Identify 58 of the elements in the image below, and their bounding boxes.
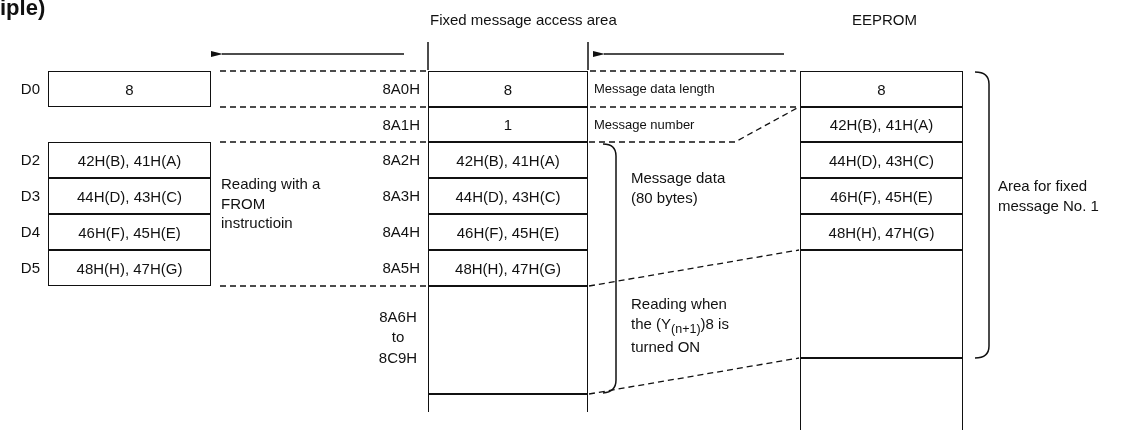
empty-memory-cell [800, 250, 963, 358]
address-label: 8A2H [382, 150, 420, 170]
memory-cell [428, 107, 588, 142]
address-label: 8A0H [382, 79, 420, 99]
empty-memory-cell [428, 394, 588, 412]
memory-cell [800, 214, 963, 250]
memory-cell [428, 214, 588, 250]
note-text: Reading with a FROM instructioin [221, 174, 321, 233]
register-label: D3 [20, 186, 40, 206]
memory-cell [800, 107, 963, 142]
empty-memory-cell [800, 358, 963, 430]
memory-cell [48, 250, 211, 286]
cell-value: 46H(F), 45H(E) [456, 223, 560, 241]
cell-value: 48H(H), 47H(G) [455, 259, 561, 277]
cell-value: 46H(F), 45H(E) [78, 223, 181, 241]
register-label: D2 [20, 150, 40, 170]
address-label: 8A5H [382, 258, 420, 278]
note-text: Message data (80 bytes) [631, 168, 727, 207]
column-heading: Fixed message access area [430, 10, 617, 30]
memory-cell [48, 214, 211, 250]
memory-cell [800, 178, 963, 214]
cell-value: 8 [125, 80, 134, 98]
cell-value: 1 [503, 116, 513, 133]
memory-cell [48, 142, 211, 178]
cell-value: 46H(F), 45H(E) [830, 187, 933, 205]
cell-value: 8 [877, 80, 886, 98]
cell-value: 44H(D), 43H(C) [829, 151, 934, 169]
cell-value: 42H(B), 41H(A) [456, 151, 560, 169]
cell-value: 44H(D), 43H(C) [77, 187, 182, 205]
cell-value: 44H(D), 43H(C) [455, 187, 561, 205]
register-label: D4 [20, 222, 40, 242]
empty-memory-cell [428, 286, 588, 394]
memory-cell [428, 71, 588, 107]
cell-value: 48H(H), 47H(G) [76, 259, 183, 277]
cell-value: 42H(B), 41H(A) [77, 151, 182, 169]
memory-cell [800, 71, 963, 107]
memory-cell [48, 71, 211, 107]
memory-cell [800, 142, 963, 178]
field-label: Message number [594, 117, 695, 134]
note-text: Reading when the (Y$_{(n+1)}$)8 is turned ON [631, 294, 730, 357]
dashed-connector [588, 249, 800, 287]
dashed-connector [588, 357, 800, 395]
cell-value: 42H(B), 41H(A) [829, 116, 934, 133]
memory-cell [428, 178, 588, 214]
memory-cell [48, 178, 211, 214]
address-label: 8A6H to 8C9H [377, 307, 419, 368]
address-label: 8A3H [382, 186, 420, 206]
note-text: Area for fixed message No. 1 [998, 176, 1100, 215]
register-label: D0 [20, 79, 40, 99]
cell-value: 8 [503, 80, 513, 98]
memory-cell [428, 142, 588, 178]
register-label: D5 [20, 258, 40, 278]
address-label: 8A1H [382, 115, 420, 135]
cell-value: 48H(H), 47H(G) [828, 223, 935, 241]
memory-cell [428, 250, 588, 286]
field-label: Message data length [594, 81, 715, 98]
column-heading: EEPROM [852, 10, 917, 30]
address-label: 8A4H [382, 222, 420, 242]
